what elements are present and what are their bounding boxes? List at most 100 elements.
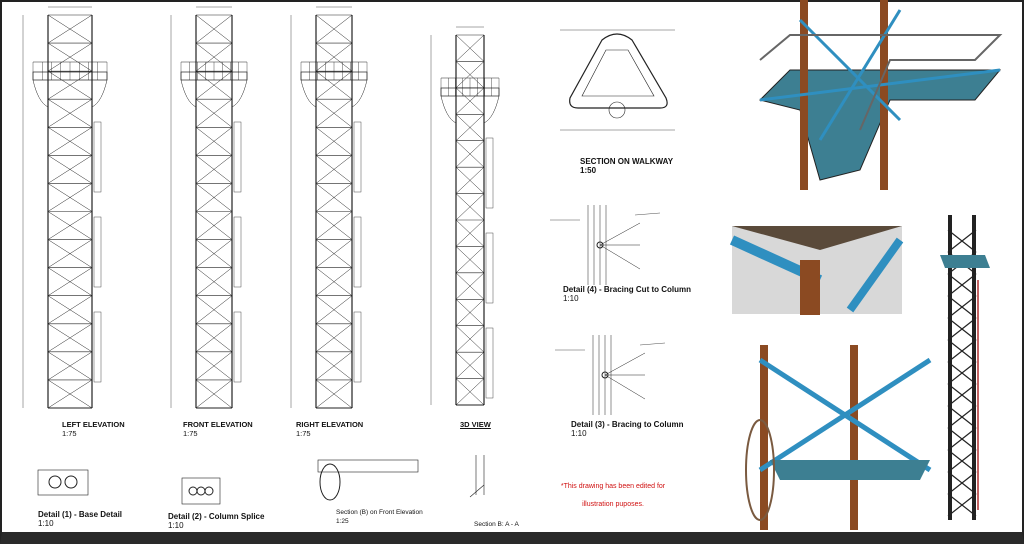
base-hole (48, 475, 62, 489)
front-elevation-ladder-cage (233, 121, 242, 193)
render-ladder-cage (745, 419, 775, 521)
right-elevation-brace (315, 239, 353, 268)
left-elevation-ladder-cage (93, 311, 102, 383)
front-elevation-brace (195, 267, 233, 296)
3d-view-brace (455, 378, 485, 406)
3d-view-brace (455, 114, 485, 141)
render-column (850, 345, 858, 530)
left-elevation-brace (47, 183, 93, 212)
front-elevation-brace (195, 295, 233, 324)
render-tower-brace (947, 317, 977, 341)
left-elevation-brace (47, 379, 93, 409)
detail-4-brace (599, 244, 641, 270)
3d-view-title: 3D VIEW (460, 420, 491, 429)
front-elevation-brace (195, 155, 233, 184)
left-elevation-brace (47, 295, 93, 324)
left-elevation-brace (47, 323, 93, 353)
base-plate (37, 469, 89, 496)
detail-3-bolt (601, 371, 609, 379)
render-tower-column (972, 215, 976, 520)
splice-hole (196, 486, 206, 496)
front-elevation-ladder-cage (233, 311, 242, 383)
left-elevation-brace (47, 127, 93, 156)
front-elevation-brace (195, 127, 233, 156)
render-tower-brace (947, 493, 977, 517)
3d-view-ladder-cage (485, 137, 494, 209)
3d-view-ladder-cage (485, 232, 494, 304)
3d-view-brace (455, 272, 485, 300)
front-elevation-brace (195, 14, 233, 44)
3d-view-brace (455, 325, 485, 353)
render-beam (732, 226, 902, 250)
right-elevation-brace (315, 14, 353, 44)
right-elevation-ladder-cage (353, 216, 362, 288)
render-walkway (770, 460, 930, 480)
left-elevation-brace (47, 267, 93, 296)
render-brace (846, 237, 904, 313)
render-tower-brace (947, 361, 977, 385)
front-elevation-brace (195, 42, 233, 72)
detail-3-leader (639, 342, 666, 346)
render-tower-brace (947, 295, 977, 319)
section-b-beam (317, 459, 419, 473)
3d-view-ladder-cage (485, 327, 494, 399)
render-tower-brace (947, 427, 977, 451)
render-brace (798, 18, 902, 122)
left-elevation-brace (47, 239, 93, 268)
3d-view-brace (455, 87, 485, 115)
3d-view-brace (455, 140, 485, 168)
front-elevation-brace (195, 99, 233, 128)
render-tower-platform (940, 255, 990, 268)
right-elevation-brace (315, 211, 353, 240)
render-handrail (759, 34, 1003, 131)
render-column (760, 345, 768, 530)
right-elevation-brace (315, 351, 353, 381)
right-elevation-brace (315, 183, 353, 212)
3d-view-brace (455, 219, 485, 247)
front-elevation-brace (195, 379, 233, 409)
render-tower-brace (947, 383, 977, 407)
base-hole (64, 475, 78, 489)
detail-4-brace (599, 222, 641, 246)
right-elevation-brace (315, 267, 353, 296)
render-tower-brace (947, 449, 977, 473)
front-elevation-brace (195, 211, 233, 240)
render-brace (818, 9, 902, 141)
section-aa-title: Section B: A - A (474, 521, 519, 528)
walkway-outline (569, 33, 668, 109)
left-elevation-brace (47, 155, 93, 184)
right-elevation-bracket (300, 79, 368, 108)
left-elevation-brace (47, 211, 93, 240)
render-tower-brace (947, 405, 977, 429)
right-elevation-brace (315, 99, 353, 128)
detail-3-brace (604, 352, 646, 376)
3d-view-brace (455, 61, 485, 89)
left-elevation-ladder-cage (93, 216, 102, 288)
render-tower-column (948, 215, 952, 520)
render-column (880, 0, 888, 190)
left-elevation-brace (47, 14, 93, 44)
front-elevation-ladder-cage (233, 216, 242, 288)
left-elevation-brace (47, 42, 93, 72)
right-elevation-ladder-cage (353, 311, 362, 383)
front-elevation-brace (195, 239, 233, 268)
render-tower-brace (947, 229, 977, 253)
left-elevation-brace (47, 351, 93, 381)
detail-4-leader (634, 212, 661, 216)
detail-4-bolt (596, 241, 604, 249)
section-aa-bracket (469, 484, 485, 498)
left-elevation-ladder-cage (93, 121, 102, 193)
splice-hole (204, 486, 214, 496)
walkway-inner (581, 49, 655, 97)
right-elevation-brace (315, 379, 353, 409)
